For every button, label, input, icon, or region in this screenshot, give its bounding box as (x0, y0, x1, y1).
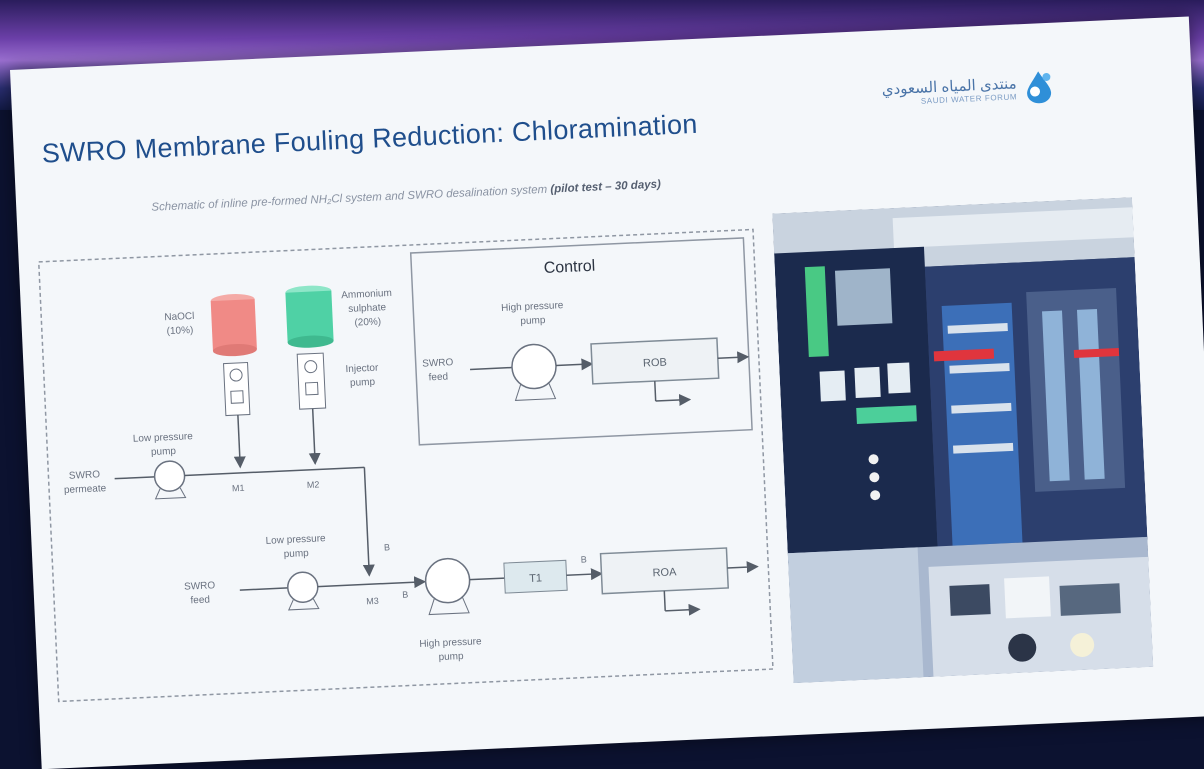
naocl-label: NaOCl (164, 311, 194, 323)
photo-scene: SWRO Membrane Fouling Reduction: Chloram… (10, 16, 1204, 769)
ammonium-tank (285, 290, 334, 343)
ammonium-dosing-pump (296, 352, 327, 410)
mixer-m1: M1 (232, 483, 245, 494)
presentation-slide: SWRO Membrane Fouling Reduction: Chloram… (10, 16, 1204, 769)
sample-point-2: B (402, 589, 408, 599)
swro-permeate-label-2: permeate (64, 483, 107, 496)
injector-pump-label: Injector (345, 363, 379, 376)
panel-screen (834, 268, 893, 326)
slide-title: SWRO Membrane Fouling Reduction: Chloram… (41, 108, 699, 169)
t1-label: T1 (529, 572, 542, 585)
high-pressure-pump-main-label: High pressure (419, 636, 482, 650)
mixer-m3: M3 (366, 596, 379, 607)
diagram-caption: Schematic of inline pre-formed NH₂Cl sys… (151, 179, 661, 214)
sample-point-3: B (581, 554, 587, 564)
low-pressure-pump-2 (287, 571, 319, 604)
water-drop-icon (1027, 71, 1052, 104)
mixer-m2: M2 (307, 479, 320, 490)
caption-emphasis: (pilot test – 30 days) (550, 178, 662, 196)
ammonium-label-2: sulphate (348, 302, 387, 315)
saudi-water-forum-logo: منتدى المياه السعودي SAUDI WATER FORUM (881, 69, 1055, 111)
low-pressure-pump-2-label-2: pump (284, 548, 310, 560)
swro-feed-main-label-2: feed (190, 594, 210, 606)
sample-point-1: B (384, 542, 390, 552)
control-label: Control (543, 258, 595, 277)
injector-pump-label-2: pump (350, 377, 376, 389)
swro-permeate-label: SWRO (69, 469, 101, 481)
swro-feed-control-label-2: feed (428, 371, 448, 383)
swro-feed-control-label: SWRO (422, 357, 454, 369)
ammonium-label: Ammonium (341, 288, 392, 301)
low-pressure-pump-1-label: Low pressure (133, 431, 194, 445)
low-pressure-pump-2-label: Low pressure (265, 533, 326, 547)
naocl-percent: (10%) (166, 325, 193, 337)
caption-text: Schematic of inline pre-formed NH₂Cl sys… (151, 183, 548, 214)
low-pressure-pump-1-label-2: pump (151, 446, 177, 458)
high-pressure-pump-main (424, 557, 471, 604)
high-pressure-pump-control-label: High pressure (501, 300, 564, 314)
rob-label: ROB (643, 357, 667, 370)
control-box (409, 237, 753, 446)
schematic-border (37, 228, 774, 703)
process-schematic: Control NaOCl (10%) Ammonium sulphate (2… (34, 221, 784, 714)
swro-feed-main-label: SWRO (184, 580, 216, 592)
naocl-dosing-pump (223, 362, 251, 417)
low-pressure-pump-1 (153, 460, 186, 492)
pilot-plant-photo (772, 197, 1154, 684)
high-pressure-pump-main-label-2: pump (438, 651, 464, 663)
ammonium-percent: (20%) (354, 316, 381, 328)
high-pressure-pump-control-label-2: pump (520, 315, 546, 327)
roa-label: ROA (652, 566, 677, 579)
naocl-tank (210, 299, 257, 352)
high-pressure-pump-control (511, 343, 557, 390)
